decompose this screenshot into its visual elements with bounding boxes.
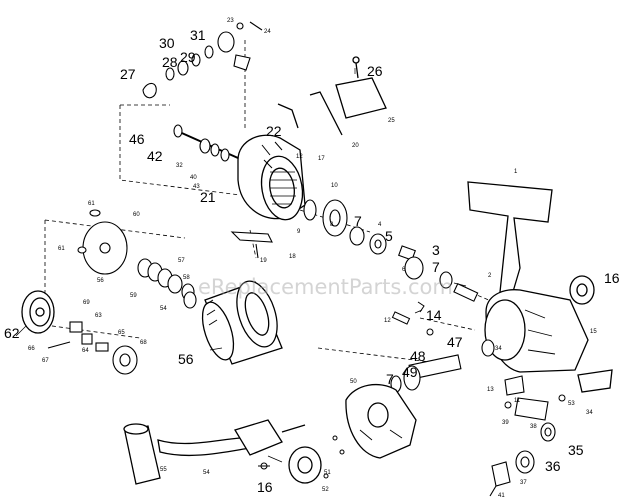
part-label-18: 18	[289, 254, 296, 260]
main-shaft	[173, 124, 239, 162]
part-label-43: 43	[193, 184, 200, 190]
part-label-12b: 12	[384, 318, 391, 324]
part-label-7a: 7	[354, 213, 362, 229]
part-label-51: 51	[324, 470, 331, 476]
part-label-28: 28	[162, 54, 178, 70]
part-label-24: 24	[264, 29, 271, 35]
part-label-7b: 7	[432, 259, 440, 275]
part-label-50: 50	[350, 379, 357, 385]
part-label-54: 54	[203, 470, 210, 476]
part-labels: 30 31 28 29 27 26 46 42 22 21 7 5 3 7 16…	[4, 18, 620, 499]
part-label-32: 32	[176, 163, 183, 169]
part-label-9: 9	[297, 229, 301, 235]
part-label-69: 69	[83, 300, 90, 306]
part-label-31: 31	[190, 27, 206, 43]
part-label-29: 29	[180, 49, 196, 65]
part-label-2: 2	[488, 273, 492, 279]
part-label-22: 22	[266, 123, 282, 139]
handle-part	[123, 419, 306, 485]
part-label-38: 38	[530, 424, 537, 430]
part-label-55: 55	[160, 467, 167, 473]
reel-body-part	[467, 181, 613, 393]
pinion-gear-parts	[303, 199, 479, 302]
part-label-23: 23	[227, 18, 234, 24]
part-label-8: 8	[330, 222, 334, 228]
part-label-14: 14	[426, 307, 442, 323]
rotor-clip-parts	[230, 231, 273, 259]
part-label-61a: 61	[88, 201, 95, 207]
part-label-65: 65	[118, 330, 125, 336]
side-cover-part	[288, 383, 417, 484]
part-label-46: 46	[129, 131, 145, 147]
part-label-59: 59	[130, 293, 137, 299]
part-label-16a: 16	[604, 270, 620, 286]
part-label-1: 1	[514, 169, 518, 175]
part-label-49: 49	[402, 364, 418, 380]
part-label-54-small: 54	[160, 306, 167, 312]
part-label-11: 11	[514, 398, 521, 404]
part-label-63: 63	[95, 313, 102, 319]
part-label-5: 5	[385, 228, 393, 244]
part-label-3: 3	[432, 242, 440, 258]
part-label-26: 26	[367, 63, 383, 79]
part-label-39: 39	[502, 420, 509, 426]
part-label-41: 41	[498, 493, 505, 499]
part-label-35: 35	[568, 442, 584, 458]
part-label-19: 19	[260, 258, 267, 264]
part-label-64: 64	[82, 348, 89, 354]
part-label-34b: 34	[586, 410, 593, 416]
drag-washers	[77, 209, 197, 309]
part-label-36: 36	[545, 458, 561, 474]
part-label-16b: 16	[257, 479, 273, 495]
part-label-61b: 61	[58, 246, 65, 252]
part-label-68: 68	[140, 340, 147, 346]
leader-lines	[15, 68, 467, 463]
anti-reverse-parts	[489, 422, 556, 497]
part-label-13: 13	[487, 387, 494, 393]
part-label-30: 30	[159, 35, 175, 51]
part-label-10: 10	[331, 183, 338, 189]
drag-small-parts	[47, 321, 138, 375]
part-label-17: 17	[318, 156, 325, 162]
part-label-25: 25	[388, 118, 395, 124]
part-label-62: 62	[4, 325, 20, 341]
part-label-52: 52	[322, 487, 329, 493]
part-label-66: 66	[28, 346, 35, 352]
part-label-15: 15	[590, 329, 597, 335]
bail-wire-parts	[277, 56, 387, 136]
part-label-56-small: 56	[97, 278, 104, 284]
oscillation-parts	[390, 339, 549, 421]
part-label-21: 21	[200, 189, 216, 205]
part-label-4: 4	[378, 222, 382, 228]
part-label-34a: 34	[495, 346, 502, 352]
part-label-60: 60	[133, 212, 140, 218]
part-label-67: 67	[42, 358, 49, 364]
part-label-12: 12	[296, 154, 303, 160]
part-label-48: 48	[410, 348, 426, 364]
line-roller-parts	[142, 21, 263, 99]
part-label-37: 37	[520, 480, 527, 486]
part-label-47: 47	[447, 334, 463, 350]
part-label-58: 58	[183, 275, 190, 281]
part-label-42: 42	[147, 148, 163, 164]
part-label-56: 56	[178, 351, 194, 367]
part-label-57: 57	[178, 258, 185, 264]
spool-part	[201, 280, 283, 365]
part-label-6: 6	[402, 267, 406, 273]
part-label-53: 53	[568, 401, 575, 407]
part-label-20: 20	[352, 143, 359, 149]
drag-knob-part	[21, 290, 55, 334]
part-label-40: 40	[190, 175, 197, 181]
part-label-7c: 7	[386, 371, 394, 387]
rotor-part	[237, 134, 306, 221]
part-label-27: 27	[120, 66, 136, 82]
